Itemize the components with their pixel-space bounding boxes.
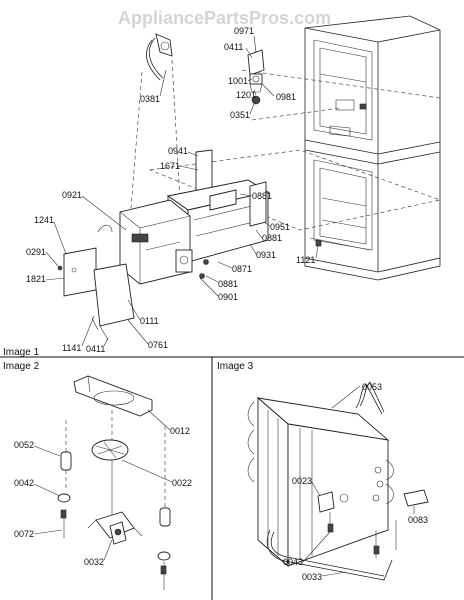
callout: 1121 [296,255,315,265]
image2-motor [87,511,143,545]
damper-control [247,49,265,105]
callout: 1671 [160,161,180,171]
callout: 0761 [148,340,168,350]
callout: 0042 [14,478,34,488]
callout: 0032 [84,557,104,567]
callout: 0901 [218,292,238,302]
refrigerator-cabinet [304,15,441,281]
image2-grommets [57,420,171,590]
callout: 0971 [234,26,254,36]
image2-callouts: 0012 0052 0042 0022 0072 0032 [14,409,192,567]
watermark: AppliancePartsPros.com [118,8,331,28]
fan-assembly [175,249,209,279]
callout: 0881 [262,233,282,243]
image2-bracket [73,375,153,417]
callout: 0411 [86,344,105,354]
image3-tubing [266,381,393,581]
guide-line [241,69,441,99]
callout: 0052 [14,440,34,450]
callout: 0291 [26,247,46,257]
callout: 1001 [228,76,248,86]
callout: 0351 [230,110,250,120]
callout: 0043 [283,557,303,567]
image3-callouts: 0053 0023 0083 0043 0033 [283,382,428,582]
callout: 0931 [256,250,276,260]
callout: 0881 [252,191,272,201]
callout: 0411 [224,42,243,52]
callout: 0053 [362,382,382,392]
image3-evaporator [247,397,394,567]
callout: 0881 [218,279,238,289]
callout: 0083 [408,515,428,525]
image1-caption: Image 1 [3,347,40,358]
image2-fan-blade [91,410,129,520]
callout: 1821 [26,274,46,284]
callout: 1201 [236,90,256,100]
callout: 0381 [140,94,160,104]
callout: 0022 [172,478,192,488]
callout: 0951 [270,222,290,232]
callout: 0871 [232,264,252,274]
image1-callouts: 0381 0971 0411 1001 1201 0981 0351 0941 … [26,26,319,354]
callout: 0012 [170,426,190,436]
callout: 0941 [168,146,188,156]
callout: 0033 [302,572,322,582]
callout: 1141 [62,343,81,353]
callout: 0921 [62,190,82,200]
callout: 0023 [292,476,312,486]
guide-line [251,107,341,121]
callout: 0981 [276,92,296,102]
callout: 0111 [140,316,159,326]
callout: 1241 [34,215,54,225]
image3-caption: Image 3 [217,361,254,372]
callout: 0072 [14,529,34,539]
image3-heater-parts [317,489,429,558]
capillary-tube [129,33,181,221]
front-panel [57,247,135,341]
image2-caption: Image 2 [3,361,40,372]
